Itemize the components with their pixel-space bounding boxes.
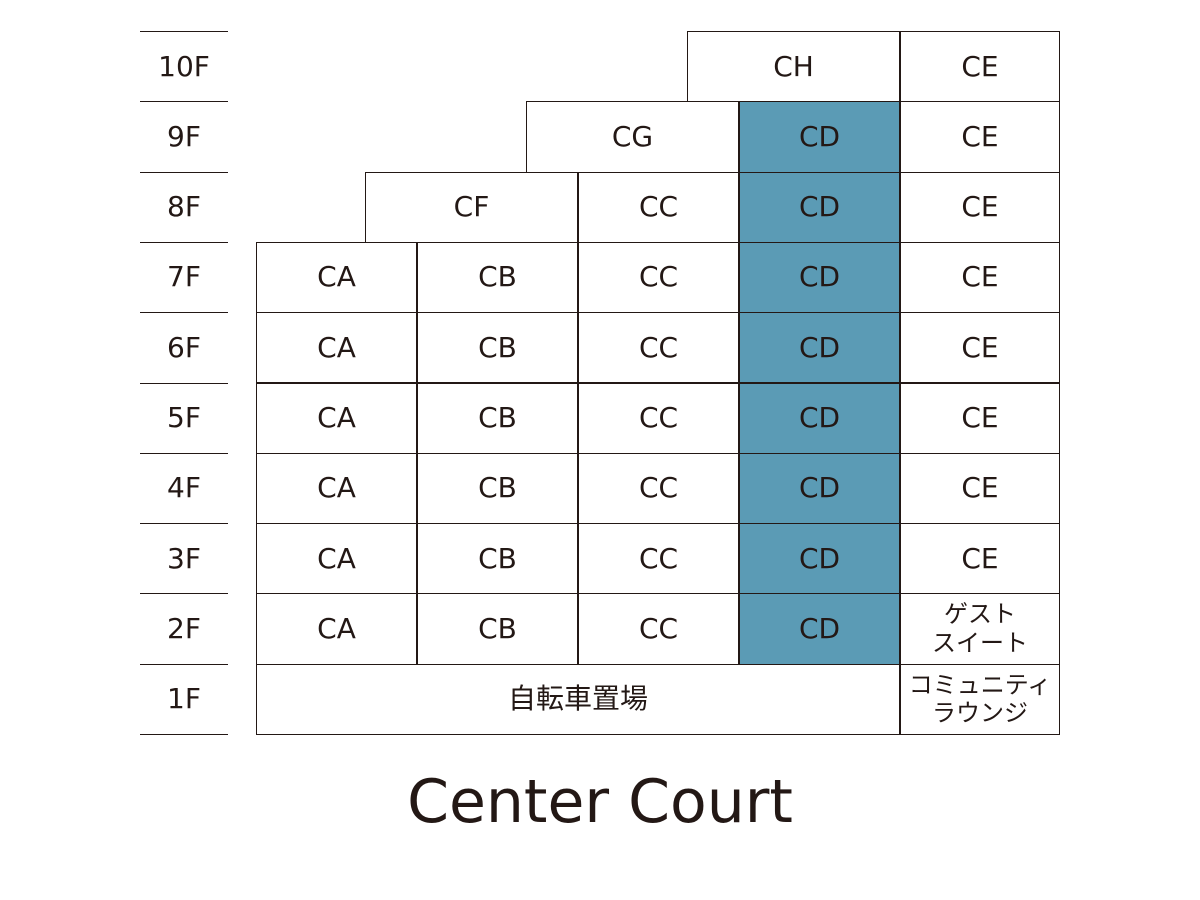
- floor-separator-line: [140, 663, 228, 665]
- floor-separator-line: [140, 171, 228, 173]
- floor-separator-line: [140, 241, 228, 243]
- unit-cell-2f-34: CA: [256, 593, 417, 665]
- unit-cell-3f-32: CD: [739, 523, 900, 595]
- unit-cell-6f-15: CB: [417, 312, 578, 384]
- floor-label-7f: 7F: [167, 260, 201, 294]
- unit-cell-6f-14: CA: [256, 312, 417, 384]
- floor-separator-line: [140, 593, 228, 595]
- unit-cell-5f-21: CC: [578, 382, 739, 454]
- unit-cell-4f-25: CB: [417, 452, 578, 525]
- unit-cell-4f-24: CA: [256, 452, 417, 525]
- unit-cell-10f-1: CE: [900, 31, 1060, 103]
- floor-label-2f: 2F: [167, 611, 201, 645]
- unit-cell-5f-19: CA: [256, 382, 417, 454]
- unit-cell-5f-20: CB: [417, 382, 578, 454]
- unit-cell-8f-8: CE: [900, 171, 1060, 243]
- floor-label-3f: 3F: [167, 541, 201, 575]
- unit-cell-7f-12: CD: [739, 241, 900, 314]
- unit-cell-3f-33: CE: [900, 523, 1060, 595]
- floor-separator-line: [140, 101, 228, 103]
- unit-cell-8f-6: CC: [578, 171, 739, 243]
- floor-separator-line: [140, 452, 228, 454]
- floor-label-6f: 6F: [167, 330, 201, 364]
- floor-label-8f: 8F: [167, 190, 201, 224]
- floor-label-9f: 9F: [167, 119, 201, 153]
- unit-cell-10f-0: CH: [687, 31, 900, 103]
- floor-separator-line: [140, 312, 228, 314]
- unit-cell-4f-28: CE: [900, 452, 1060, 525]
- unit-cell-2f-36: CC: [578, 593, 739, 665]
- floor-separator-line: [140, 523, 228, 525]
- floor-label-4f: 4F: [167, 471, 201, 505]
- unit-cell-3f-31: CC: [578, 523, 739, 595]
- floor-label-5f: 5F: [167, 401, 201, 434]
- unit-cell-3f-30: CB: [417, 523, 578, 595]
- floor-label-10f: 10F: [158, 49, 210, 83]
- unit-cell-4f-26: CC: [578, 452, 739, 525]
- unit-cell-3f-29: CA: [256, 523, 417, 595]
- floor-label-1f: 1F: [167, 682, 201, 716]
- unit-cell-7f-11: CC: [578, 241, 739, 314]
- unit-cell-1f-39: 自転車置場: [256, 663, 900, 735]
- unit-cell-2f-38: ゲスト スイート: [900, 593, 1060, 665]
- unit-cell-7f-9: CA: [256, 241, 417, 314]
- unit-cell-4f-27: CD: [739, 452, 900, 525]
- unit-cell-6f-18: CE: [900, 312, 1060, 384]
- unit-cell-9f-2: CG: [526, 101, 739, 173]
- floor-separator-line: [140, 734, 228, 735]
- unit-cell-6f-17: CD: [739, 312, 900, 384]
- unit-cell-7f-10: CB: [417, 241, 578, 314]
- unit-cell-8f-5: CF: [365, 171, 578, 243]
- unit-cell-2f-37: CD: [739, 593, 900, 665]
- unit-cell-1f-40: コミュニティ ラウンジ: [900, 663, 1060, 735]
- unit-cell-6f-16: CC: [578, 312, 739, 384]
- floor-separator-line: [140, 31, 228, 32]
- diagram-title: Center Court: [407, 767, 793, 837]
- unit-cell-2f-35: CB: [417, 593, 578, 665]
- unit-cell-9f-4: CE: [900, 101, 1060, 173]
- unit-cell-9f-3: CD: [739, 101, 900, 173]
- floor-separator-line: [140, 382, 228, 384]
- unit-cell-7f-13: CE: [900, 241, 1060, 314]
- unit-cell-5f-22: CD: [739, 382, 900, 454]
- unit-cell-8f-7: CD: [739, 171, 900, 243]
- unit-cell-5f-23: CE: [900, 382, 1060, 454]
